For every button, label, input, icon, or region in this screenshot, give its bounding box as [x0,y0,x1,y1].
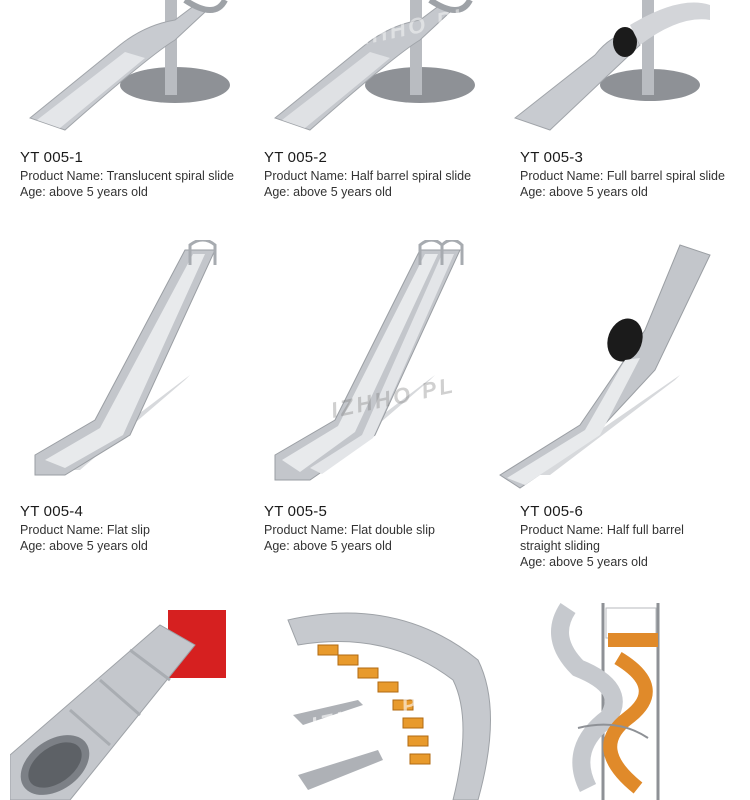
product-age: Age: above 5 years old [20,185,148,199]
product-image-yt005-4 [25,240,225,490]
product-code: YT 005-1 [20,149,84,166]
spiral-slide-illustration [513,0,710,131]
product-name: Product Name: Flat double slip [264,523,435,537]
product-code: YT 005-5 [264,503,328,520]
product-code: YT 005-3 [520,149,584,166]
flat-slide-illustration [34,240,217,476]
product-caption-2: YT 005-2 Product Name: Half barrel spira… [264,149,504,200]
product-name: Product Name: Half full barrel [520,523,684,537]
product-code: YT 005-2 [264,149,328,166]
product-caption-1: YT 005-1 Product Name: Translucent spira… [20,149,260,200]
product-image-yt005-2 [270,0,490,135]
product-age: Age: above 5 years old [264,185,392,199]
product-name: Product Name: Half barrel spiral slide [264,169,472,183]
product-caption-4: YT 005-4 Product Name: Flat slip Age: ab… [20,503,260,554]
product-caption-5: YT 005-5 Product Name: Flat double slip … [264,503,504,554]
spiral-slide-illustration [28,0,230,131]
product-age: Age: above 5 years old [520,185,648,199]
spiral-slide-illustration [273,0,475,131]
tower-spiral-slide-illustration [551,603,660,800]
stair-spiral-slide-image [278,600,500,800]
product-image-yt005-3 [510,0,730,135]
tube-slide-image [10,605,240,800]
product-code: YT 005-4 [20,503,84,520]
product-code: YT 005-6 [520,503,584,520]
stair-spiral-slide-illustration [287,612,491,800]
product-name: Product Name: Full barrel spiral slide [520,169,725,183]
product-image-yt005-1 [25,0,245,135]
product-name: Product Name: Translucent spiral slide [20,169,234,183]
product-name: Product Name: Flat slip [20,523,150,537]
product-caption-3: YT 005-3 Product Name: Full barrel spira… [520,149,745,200]
tower-spiral-slide-image [548,598,748,800]
product-age: Age: above 5 years old [264,539,392,553]
product-name-continued: straight sliding [520,539,600,553]
product-caption-6: YT 005-6 Product Name: Half full barrel … [520,503,745,570]
product-age: Age: above 5 years old [20,539,148,553]
barrel-slide-illustration [499,244,711,489]
product-image-yt005-6 [495,240,715,490]
product-image-yt005-5 [270,240,470,490]
double-slide-illustration [274,240,464,481]
product-age: Age: above 5 years old [520,555,648,569]
tube-slide-illustration [10,610,226,800]
